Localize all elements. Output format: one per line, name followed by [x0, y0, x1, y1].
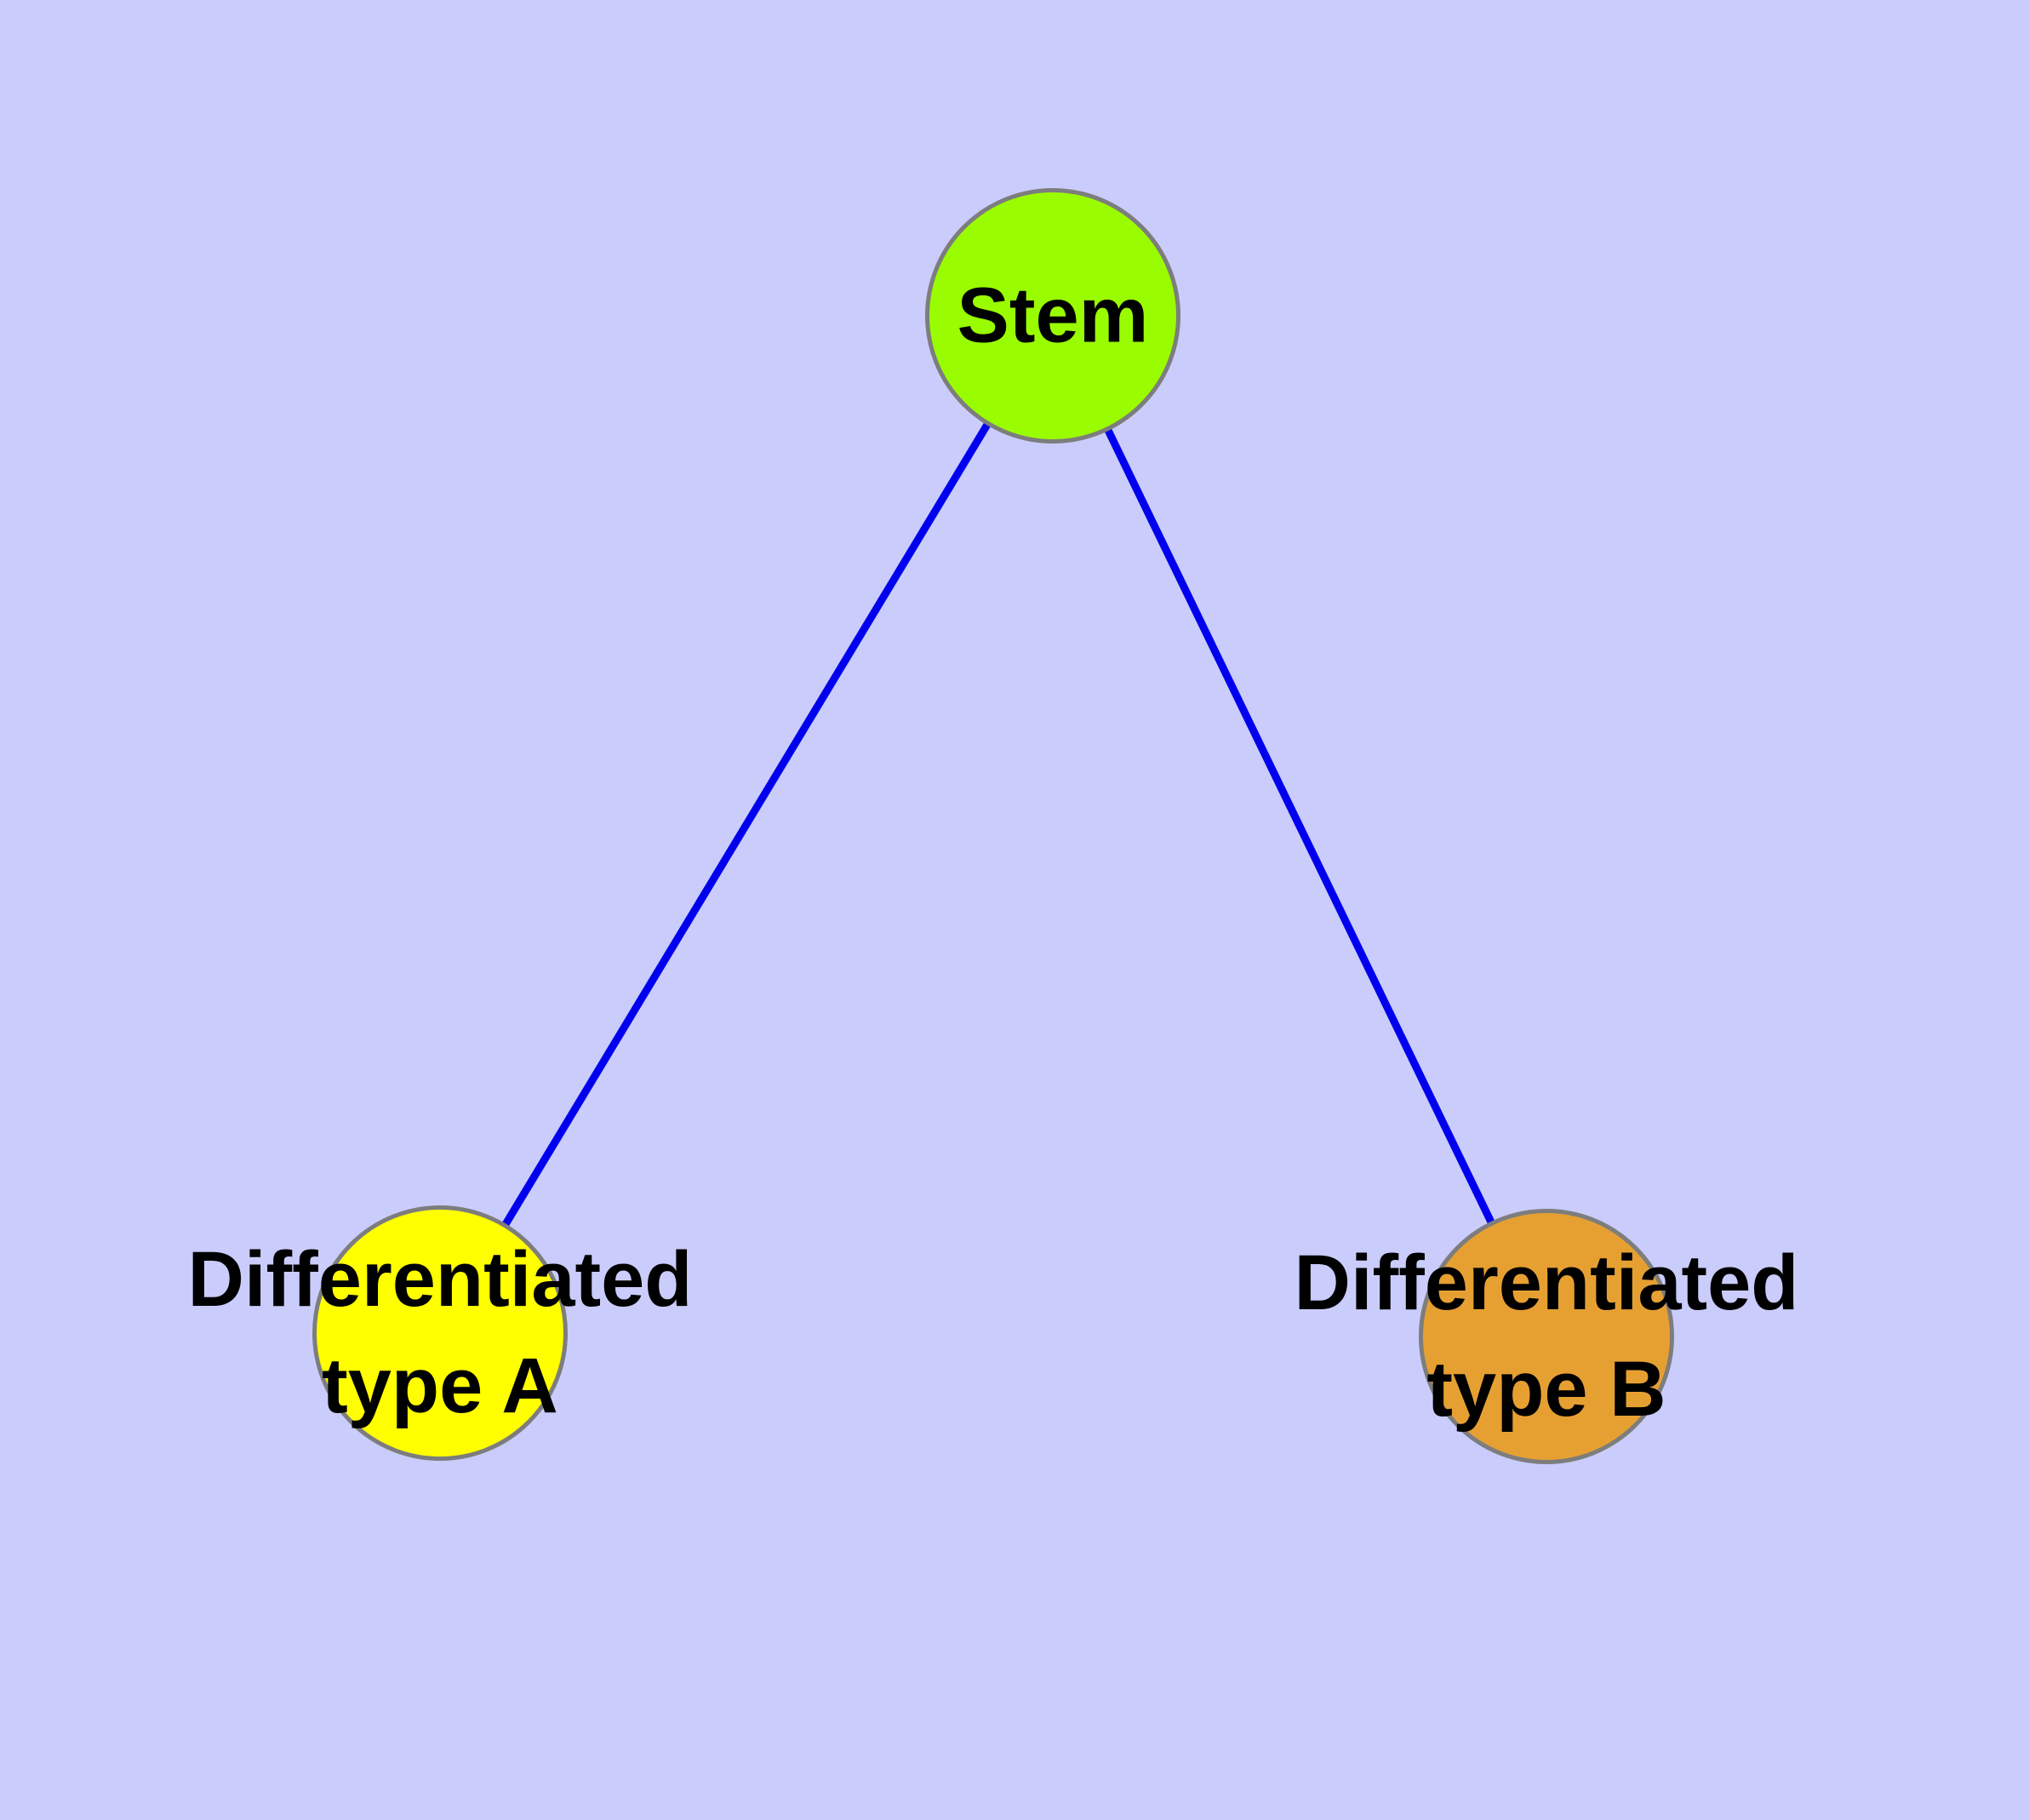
node-differentiated-type-a — [312, 1205, 568, 1461]
edge-stem-to-type-b — [1049, 314, 1551, 1338]
node-differentiated-type-b — [1419, 1209, 1674, 1464]
node-stem — [925, 188, 1180, 444]
edge-stem-to-type-a — [437, 313, 1056, 1336]
